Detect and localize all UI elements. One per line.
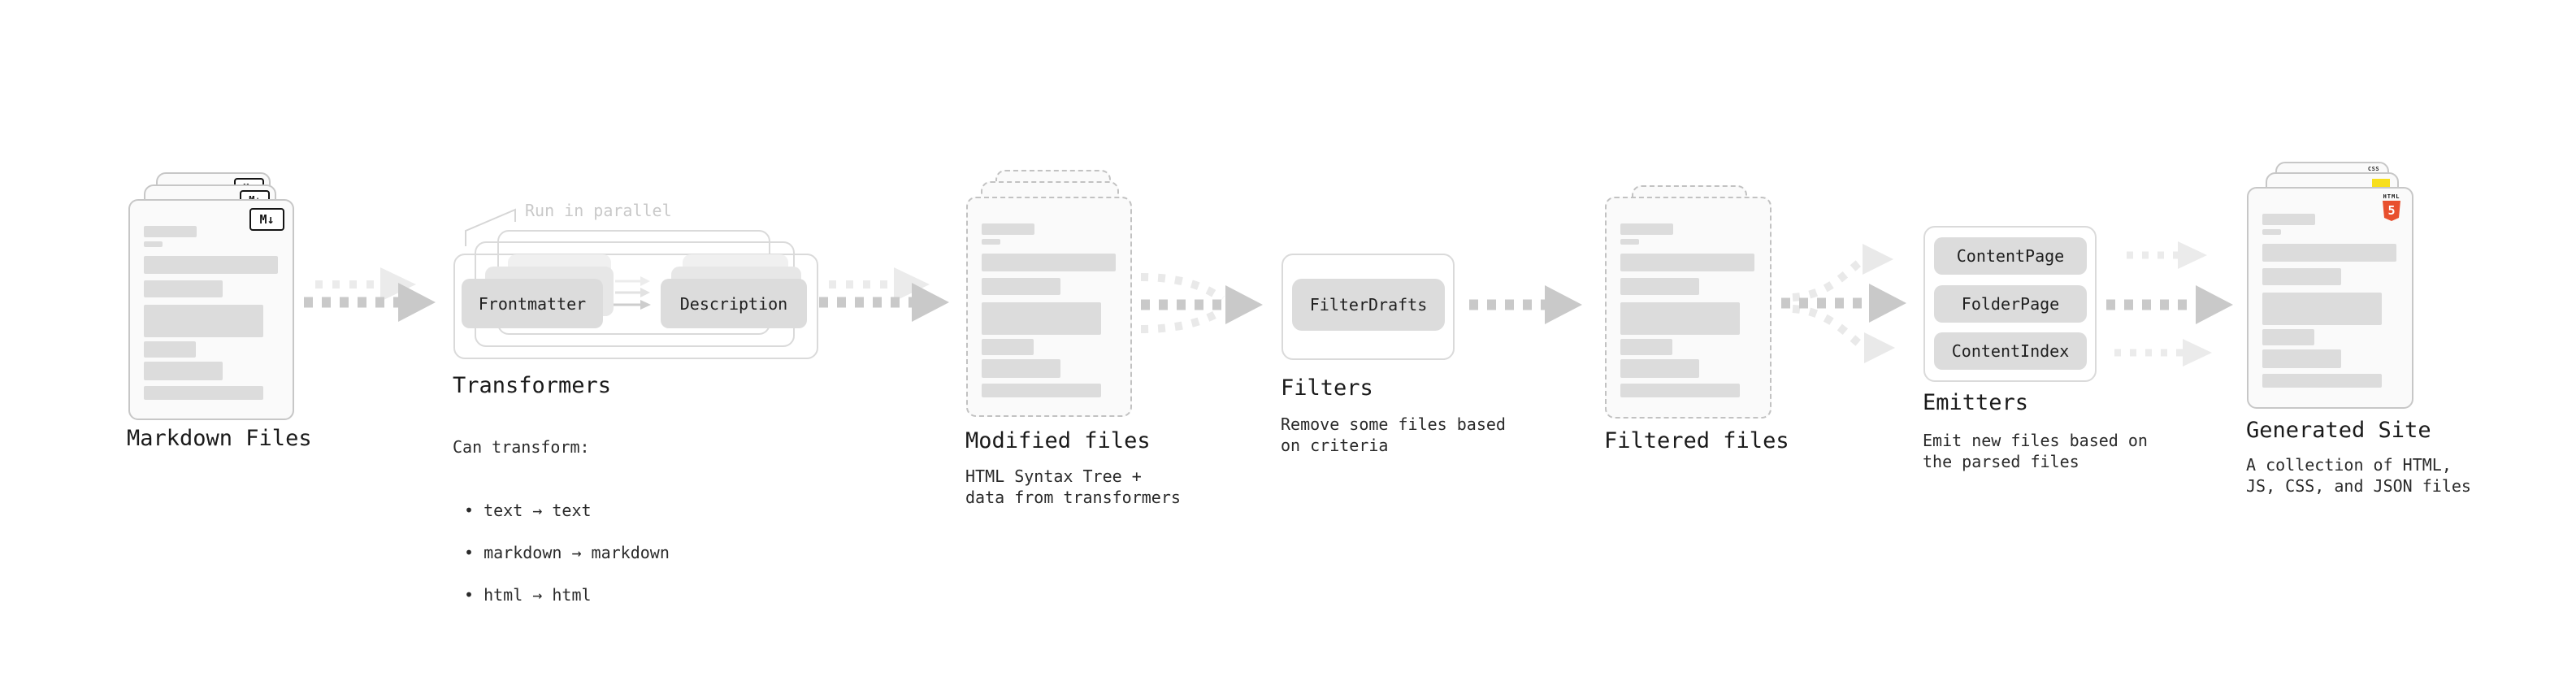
markdown-icon: M↓	[249, 208, 284, 231]
modified-files-title: Modified files	[965, 428, 1151, 453]
transformer-flow-arrows	[611, 276, 651, 310]
html5-badge-number: 5	[2387, 202, 2396, 218]
arrow-filtered-to-emitters	[1781, 244, 1906, 363]
file-line-bar	[982, 384, 1101, 397]
file-line-bar	[982, 339, 1034, 355]
file-line-bar	[982, 359, 1060, 378]
filters-container	[1281, 254, 1455, 360]
file-line-bar	[2262, 374, 2382, 388]
emitters-title: Emitters	[1923, 390, 2029, 415]
file-line-bar	[144, 341, 196, 358]
transformers-title: Transformers	[453, 373, 612, 398]
run-in-parallel-leader-line	[465, 208, 516, 246]
file-line-bar	[1620, 239, 1639, 245]
arrow-transformers-to-modified	[819, 267, 949, 322]
generated-site-description: A collection of HTML, JS, CSS, and JSON …	[2246, 455, 2471, 496]
file-line-bar	[144, 386, 263, 400]
file-line-bar	[144, 226, 197, 237]
file-line-bar	[982, 254, 1116, 271]
modified-files-description: HTML Syntax Tree + data from transformer…	[965, 466, 1181, 507]
contentpage-box: ContentPage	[1934, 237, 2087, 275]
transformers-container-front	[453, 254, 818, 359]
transform-bullet-list: • text → text • markdown → markdown • ht…	[453, 479, 670, 627]
file-line-bar	[2262, 349, 2341, 368]
modified-file-card-front	[966, 197, 1132, 417]
filters-description: Remove some files based on criteria	[1281, 414, 1506, 455]
file-line-bar	[144, 256, 278, 274]
file-line-bar	[1620, 339, 1672, 355]
file-line-bar	[144, 305, 263, 337]
html5-shield-icon: 5	[2383, 201, 2400, 221]
markdown-files-title: Markdown Files	[127, 426, 312, 451]
emitters-description: Emit new files based on the parsed files	[1923, 431, 2148, 471]
file-line-bar	[2262, 293, 2382, 325]
file-line-bar	[2262, 268, 2341, 285]
filterdrafts-box: FilterDrafts	[1292, 279, 1445, 331]
emitters-container	[1923, 226, 2097, 382]
filtered-file-card-front	[1605, 197, 1772, 419]
js-badge	[2372, 179, 2390, 187]
file-line-bar	[1620, 359, 1699, 378]
file-line-bar	[982, 223, 1034, 235]
run-in-parallel-annotation: Run in parallel	[525, 201, 672, 220]
transformers-description: Can transform: • text → text • markdown …	[453, 415, 670, 648]
html5-badge: HTML 5	[2382, 193, 2401, 221]
file-line-bar	[1620, 223, 1673, 235]
markdown-file-card-front: M↓	[128, 199, 294, 420]
filtered-files-title: Filtered files	[1604, 428, 1789, 453]
arrow-filters-to-filtered	[1469, 285, 1582, 324]
arrow-markdown-to-transformers	[304, 267, 436, 322]
file-line-bar	[144, 280, 223, 297]
file-content-bars	[1607, 198, 1770, 417]
file-line-bar	[144, 362, 223, 380]
bullet-item: • html → html	[464, 585, 592, 605]
file-line-bar	[982, 239, 1000, 245]
can-transform-heading: Can transform:	[453, 437, 590, 457]
generated-file-card-front: HTML 5	[2247, 187, 2413, 409]
file-line-bar	[2262, 244, 2396, 262]
file-line-bar	[1620, 302, 1740, 335]
file-content-bars	[2249, 189, 2412, 407]
file-line-bar	[982, 302, 1101, 335]
file-content-bars	[968, 198, 1130, 415]
file-line-bar	[2262, 329, 2314, 345]
file-line-bar	[1620, 384, 1740, 397]
filters-title: Filters	[1281, 375, 1373, 401]
arrow-emitters-to-generated	[2106, 241, 2233, 367]
file-content-bars	[130, 201, 293, 419]
file-line-bar	[1620, 278, 1699, 295]
file-line-bar	[2262, 214, 2315, 225]
folderpage-box: FolderPage	[1934, 285, 2087, 323]
file-line-bar	[144, 241, 163, 247]
file-line-bar	[2262, 229, 2281, 235]
contentindex-box: ContentIndex	[1934, 332, 2087, 370]
generated-site-title: Generated Site	[2246, 418, 2431, 443]
bullet-item: • text → text	[464, 501, 592, 520]
frontmatter-box: Frontmatter	[462, 279, 603, 328]
html5-badge-label: HTML	[2383, 193, 2400, 200]
file-line-bar	[1620, 254, 1754, 271]
description-box: Description	[661, 279, 807, 328]
css-badge-label: CSS	[2367, 166, 2380, 172]
arrow-modified-to-filters	[1140, 273, 1263, 333]
file-line-bar	[982, 278, 1060, 295]
bullet-item: • markdown → markdown	[464, 543, 670, 562]
